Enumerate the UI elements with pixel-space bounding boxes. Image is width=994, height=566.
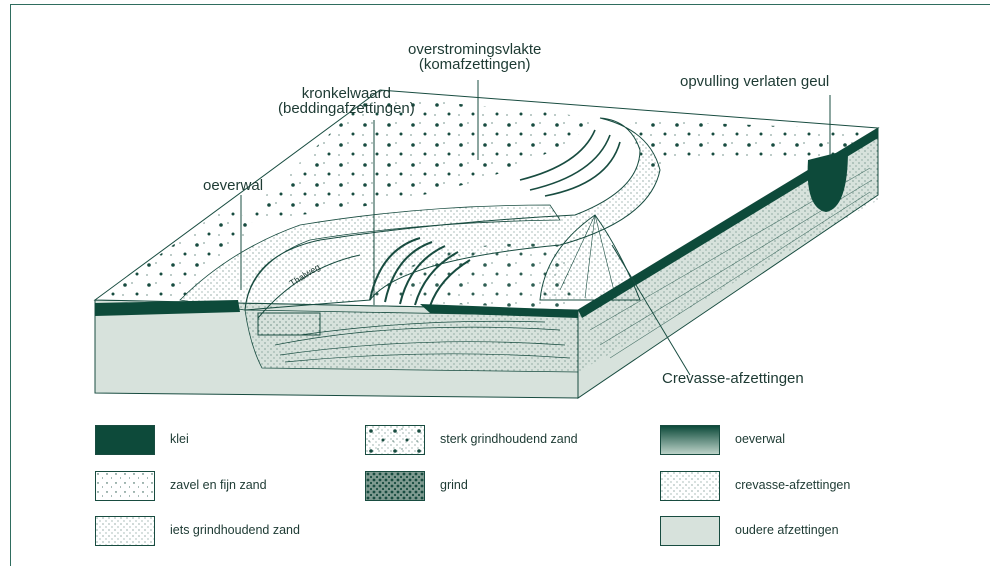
label-abandoned-channel: opvulling verlaten geul (680, 74, 829, 89)
label-point-bar: kronkelwaard (beddingafzettingen) (278, 86, 415, 116)
label-point-bar-line2: (beddingafzettingen) (278, 101, 415, 116)
gravel-swatch-icon (365, 471, 425, 501)
label-floodplain-line1: overstromingsvlakte (408, 42, 541, 57)
very-gravelly-sand-swatch-icon (365, 425, 425, 455)
label-levee: oeverwal (203, 178, 263, 193)
clay-swatch-icon (95, 425, 155, 455)
legend-label: zavel en fijn zand (170, 478, 267, 492)
label-point-bar-line1: kronkelwaard (278, 86, 415, 101)
crevasse-swatch-icon (660, 471, 720, 501)
legend-label: oeverwal (735, 432, 785, 446)
legend-label: klei (170, 432, 189, 446)
thalweg-gravel-lens (258, 313, 320, 335)
legend-label: sterk grindhoudend zand (440, 432, 578, 446)
label-floodplain: overstromingsvlakte (komafzettingen) (408, 42, 541, 72)
legend-label: iets grindhoudend zand (170, 523, 300, 537)
slightly-gravelly-sand-swatch-icon (95, 516, 155, 546)
fine-sand-swatch-icon (95, 471, 155, 501)
legend-label: crevasse-afzettingen (735, 478, 850, 492)
legend-label: grind (440, 478, 468, 492)
levee-swatch-icon (660, 425, 720, 455)
older-deposits-swatch-icon (660, 516, 720, 546)
label-crevasse: Crevasse-afzettingen (662, 371, 804, 386)
label-floodplain-line2: (komafzettingen) (408, 57, 541, 72)
legend-label: oudere afzettingen (735, 523, 839, 537)
